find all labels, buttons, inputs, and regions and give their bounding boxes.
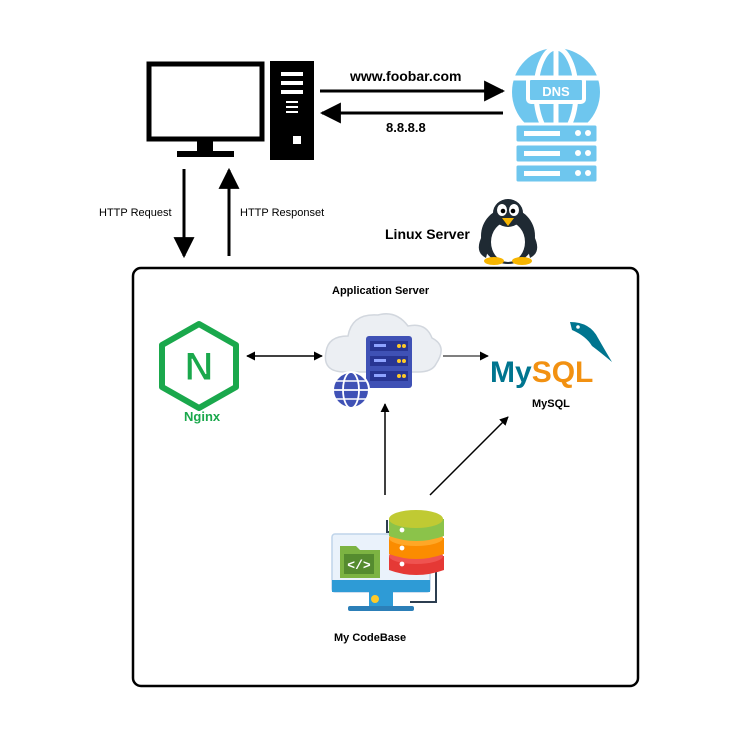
- codebase-label: My CodeBase: [334, 632, 407, 644]
- application-server-label: Application Server: [332, 285, 430, 297]
- computer-monitor-icon: [146, 61, 265, 157]
- nginx-letter: N: [185, 345, 214, 389]
- mysql-wordmark-text: My: [490, 356, 532, 389]
- mysql-wordmark-sql: SQL: [532, 356, 594, 389]
- linux-penguin-icon: [478, 199, 538, 265]
- dns-response-label: 8.8.8.8: [386, 120, 426, 135]
- dns-badge-text: DNS: [542, 84, 570, 99]
- dns-server-icon: [512, 45, 600, 185]
- mysql-label: MySQL: [532, 398, 570, 410]
- database-stack-icon: [389, 510, 444, 575]
- nginx-label: Nginx: [184, 409, 221, 424]
- http-request-label: HTTP Request: [99, 207, 172, 219]
- globe-icon: [332, 371, 370, 409]
- http-response-label: HTTP Responset: [240, 207, 325, 219]
- codebase-mysql-arrow: [429, 416, 509, 496]
- desktop-tower-icon: [270, 61, 314, 160]
- code-symbol: </>: [347, 558, 371, 573]
- cloud-server-icon: [324, 313, 442, 388]
- linux-server-boundary: [131, 266, 640, 688]
- mysql-wordmark: MySQL: [490, 356, 593, 389]
- mysql-logo-icon: [570, 322, 612, 362]
- nginx-logo-icon: [159, 321, 239, 411]
- linux-server-label: Linux Server: [385, 226, 470, 242]
- dns-request-label: www.foobar.com: [350, 68, 462, 84]
